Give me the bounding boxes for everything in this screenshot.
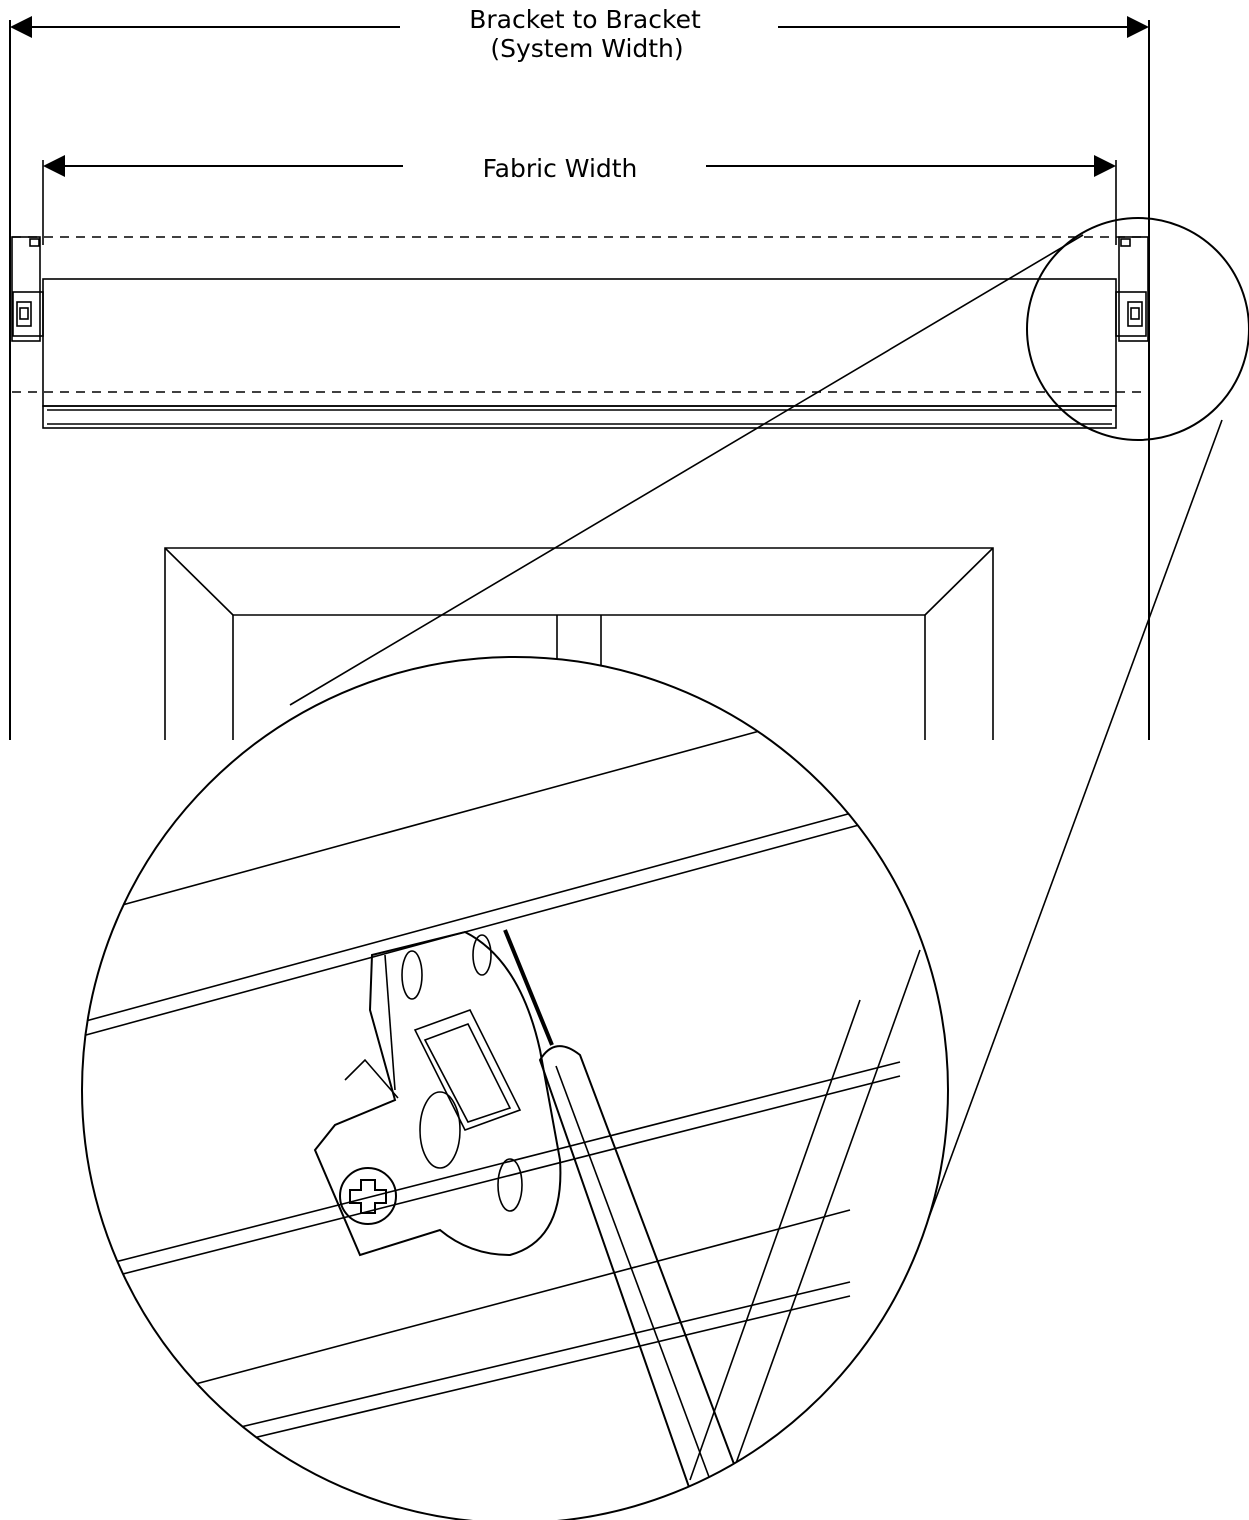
fabric-arrowhead-left-icon: [43, 155, 65, 177]
bracket-clip-slot: [413, 1009, 522, 1131]
arrowhead-right-icon: [1127, 16, 1149, 38]
right-bracket: [1115, 236, 1149, 342]
system-width-label-line2: (System Width): [490, 34, 683, 63]
roller-end-detail: [503, 929, 742, 1492]
detail-callout: [289, 217, 1249, 1221]
window-inner-trim: [232, 614, 926, 740]
bracket-hole-bottom: [497, 1158, 523, 1212]
bracket-slot-top: [401, 950, 423, 1000]
roller-tube: [42, 278, 1117, 407]
roller-shade: [11, 236, 1150, 429]
arrowhead-left-icon: [10, 16, 32, 38]
screw-head-icon: [339, 1167, 397, 1225]
screw-cross-icon: [349, 1179, 387, 1214]
callout-small-circle: [1026, 217, 1249, 441]
system-width-label-line1: Bracket to Bracket: [469, 5, 701, 34]
left-bracket: [11, 236, 44, 342]
callout-leader-left: [289, 234, 1084, 706]
mounting-bracket-detail: [313, 930, 562, 1257]
fabric-arrowhead-right-icon: [1094, 155, 1116, 177]
fabric-width-dimension: Fabric Width: [42, 154, 1117, 245]
bracket-hole-large: [419, 1091, 461, 1169]
bottom-bar: [42, 405, 1117, 429]
detail-circle-outline: [81, 656, 949, 1520]
fabric-edge: [503, 929, 554, 1046]
window-outer-trim: [164, 547, 994, 740]
system-width-dimension: Bracket to Bracket (System Width): [9, 5, 1150, 740]
bracket-plate: [313, 930, 562, 1257]
detail-view: [81, 656, 949, 1520]
callout-leader-right: [927, 419, 1223, 1221]
fabric-width-label: Fabric Width: [483, 154, 638, 183]
